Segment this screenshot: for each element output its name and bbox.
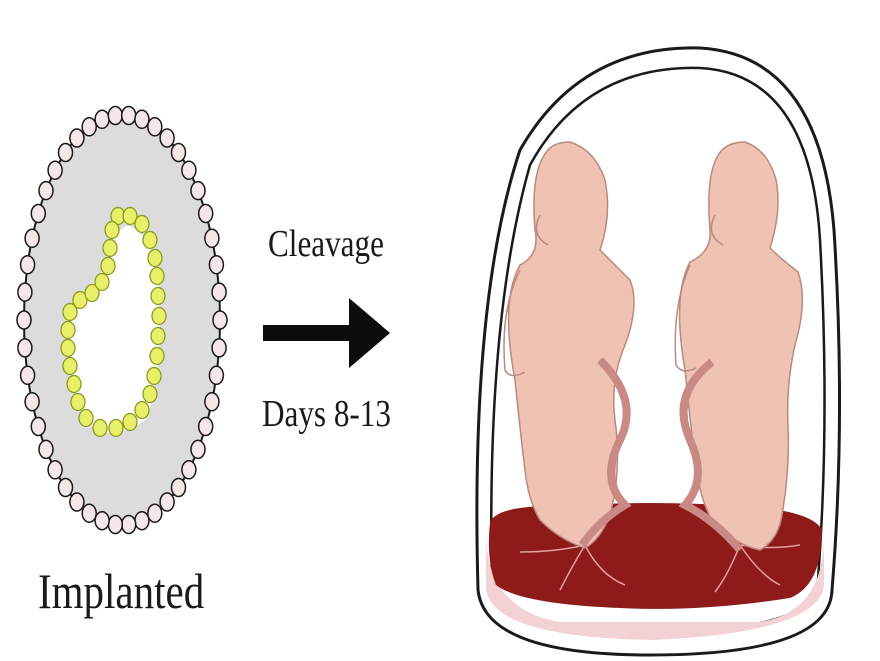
inner-cell [70, 392, 86, 412]
inner-cavity [69, 225, 160, 434]
trophoblast-cell [30, 416, 47, 437]
inner-cell [149, 266, 165, 286]
trophoblast-cell [134, 109, 150, 130]
trophoblast-cell [30, 203, 47, 224]
right-fetus [674, 141, 804, 551]
trophoblast-cell [212, 310, 228, 330]
right-umbilical-cord [678, 358, 744, 553]
trophoblast-cell [211, 338, 227, 358]
trophoblast-cell [208, 254, 225, 275]
inner-cell [66, 374, 82, 394]
inner-cell-mass [60, 206, 167, 438]
trophoblast-cell [208, 365, 225, 386]
trophoblast-cell [170, 477, 187, 498]
inner-cell [150, 286, 166, 306]
trophoblast-cell [120, 105, 137, 126]
trophoblast-cell [204, 391, 220, 412]
trophoblast-cell [107, 105, 124, 126]
trophoblast-cell [120, 514, 137, 535]
trophoblast-cell-ring [16, 105, 228, 535]
trophoblast-cell [16, 310, 32, 330]
inner-cell [84, 283, 100, 303]
trophoblast-cell [17, 338, 33, 358]
trophoblast-cell [94, 510, 110, 531]
inner-cell [60, 320, 76, 340]
inner-cell [78, 408, 94, 428]
trophoblast-cell [81, 117, 97, 137]
trophoblast-cell [190, 180, 206, 201]
trophoblast-cell [81, 503, 97, 523]
implanted-label: Implanted [38, 563, 205, 619]
trophoblast-cell [197, 203, 214, 224]
trophoblast-cell [147, 117, 163, 137]
monochorionic-twins-icon [475, 46, 842, 657]
trophoblast-cell [69, 128, 85, 148]
inner-cell [62, 356, 78, 376]
inner-cell [122, 206, 138, 226]
trophoblast-cell [38, 180, 54, 201]
inner-cell [122, 412, 138, 432]
inner-cell [149, 346, 165, 366]
trophoblast-cell [94, 109, 110, 130]
trophoblast-cell [47, 160, 63, 180]
inner-cell [147, 248, 163, 268]
trophoblast-cell [190, 439, 206, 460]
inner-cell [102, 238, 118, 258]
trophoblast-cell [181, 160, 197, 180]
trophoblast-cell [204, 228, 220, 249]
inner-cell [146, 366, 162, 386]
inner-cell [134, 214, 150, 234]
trophoblast-cell [147, 503, 163, 523]
inner-cell [134, 400, 150, 420]
inner-cell [142, 384, 158, 404]
trophoblast-cell [57, 142, 74, 163]
trophoblast-cell [197, 416, 214, 437]
inner-cell [108, 418, 124, 438]
trophoblast-cell [159, 128, 175, 148]
trophoblast-cell [57, 477, 74, 498]
trophoblast-cell [19, 365, 36, 386]
inner-cell [100, 256, 116, 276]
inner-cell [142, 230, 158, 250]
inner-cell [92, 418, 108, 438]
trophoblast-cell [47, 460, 63, 480]
trophoblast-cell [107, 514, 124, 535]
left-umbilical-cord [578, 357, 632, 548]
trophoblast-cell [134, 510, 150, 531]
inner-cell [94, 272, 110, 292]
trophoblast-cell [211, 282, 227, 302]
trophoblast-cell [19, 254, 36, 275]
trophoblast-cell [17, 282, 33, 302]
days-label: Days 8-13 [262, 393, 391, 435]
trophoblast-cell [24, 228, 40, 249]
cleavage-label: Cleavage [268, 223, 384, 265]
inner-cell [62, 302, 78, 322]
blastocyst-icon [16, 105, 228, 535]
inner-cell [104, 220, 120, 240]
trophoblast-cell [24, 391, 40, 412]
trophoblast-cell [181, 460, 197, 480]
inner-cell [151, 306, 167, 326]
right-arrow-icon [263, 298, 390, 368]
trophoblast-cell [38, 439, 54, 460]
inner-cell [150, 326, 166, 346]
inner-cell [60, 338, 76, 358]
inner-cell [72, 290, 88, 310]
trophoblast-cell [159, 492, 175, 512]
trophoblast-cell [69, 492, 85, 512]
trophoblast-cell [170, 142, 187, 163]
